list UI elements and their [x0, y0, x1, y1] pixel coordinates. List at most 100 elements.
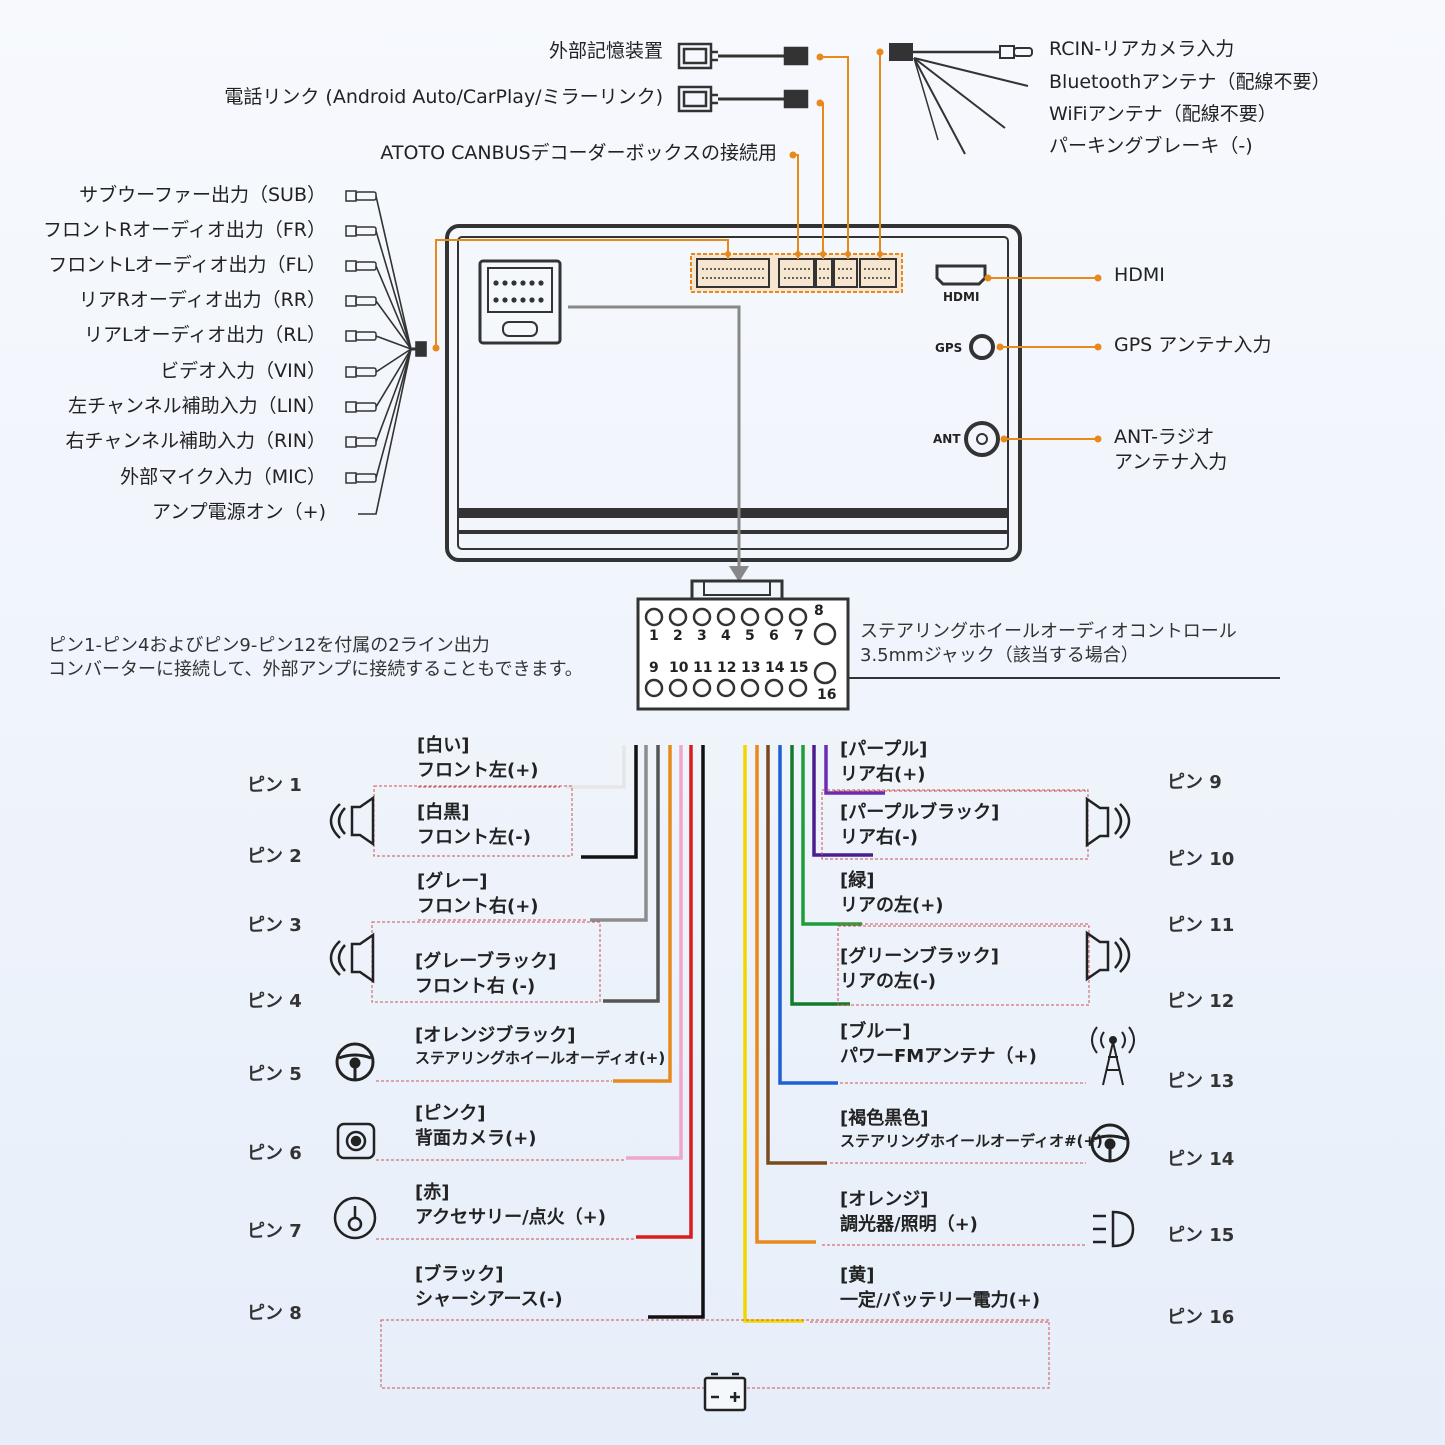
pin-number: 14	[765, 660, 785, 676]
pin-label-6: ピン 6	[247, 1143, 302, 1164]
pin-label-9: ピン 9	[1167, 772, 1222, 793]
rca-label-rl: リアLオーディオ出力（RL）	[83, 324, 326, 346]
parking-brake-label: パーキングブレーキ（-)	[1049, 135, 1253, 157]
canbus-label: ATOTO CANBUSデコーダーボックスの接続用	[380, 142, 777, 164]
wire-label-pin3: [グレー] フロント右(+)	[417, 869, 539, 919]
wire-color: [ブルー]	[840, 1021, 911, 1042]
iso-link-arrow	[568, 305, 741, 568]
hdmi-label: HDMI	[1114, 264, 1165, 286]
pin-number: 10	[669, 660, 689, 676]
speaker-icon	[1085, 930, 1131, 982]
pin-label-4: ピン 4	[247, 991, 302, 1012]
wire-pin6	[626, 745, 683, 1160]
wire-pin3	[590, 745, 648, 922]
wire-color: [グレー]	[417, 871, 488, 892]
wifi-antenna-label: WiFiアンテナ（配線不要）	[1049, 103, 1277, 125]
wire-function: リアの左(-)	[840, 971, 936, 993]
ant-port-icon	[964, 421, 1000, 457]
rca-label-sub: サブウーファー出力（SUB）	[79, 184, 326, 206]
wire-label-pin16: [黄] 一定/バッテリー電力(+)	[840, 1263, 1040, 1313]
camera-icon	[336, 1122, 376, 1160]
pin-number: 7	[794, 628, 804, 644]
phone-link-label: 電話リンク (Android Auto/CarPlay/ミラーリンク)	[224, 86, 663, 108]
wire-function: 調光器/照明（+)	[840, 1214, 978, 1236]
rca-label-amp: アンプ電源オン（+)	[151, 501, 326, 523]
wire-pin1	[566, 745, 626, 789]
iso-socket-icon	[478, 259, 562, 345]
wire-color: [白黒]	[417, 802, 470, 823]
wire-label-pin10: [パープルブラック] リア右(-)	[840, 800, 999, 850]
top-connector-block-icon	[690, 253, 903, 293]
ant-radio-label-2: アンテナ入力	[1114, 451, 1228, 473]
rca-label-rin: 右チャンネル補助入力（RIN）	[65, 430, 326, 452]
hdmi-port-tag: HDMI	[943, 290, 980, 304]
wire-function: ステアリングホイールオーディオ(+)	[415, 1049, 666, 1068]
antenna-tower-icon	[1091, 1026, 1135, 1086]
hdmi-port-icon	[935, 264, 987, 286]
wire-label-pin12: [グリーンブラック] リアの左(-)	[840, 944, 999, 994]
wire-pin9	[824, 745, 885, 795]
pin-label-11: ピン 11	[1167, 915, 1235, 936]
wire-function: フロント左(-)	[417, 827, 531, 849]
wire-function: パワーFMアンテナ（+)	[840, 1046, 1037, 1068]
wire-label-pin13: [ブルー] パワーFMアンテナ（+)	[840, 1019, 1037, 1069]
gps-port-tag: GPS	[935, 341, 963, 355]
pin-number: 3	[697, 628, 707, 644]
wire-label-pin4: [グレーブラック] フロント右 (-)	[415, 949, 556, 999]
pin-number: 11	[693, 660, 713, 676]
steering-wheel-icon	[335, 1042, 375, 1082]
phone-link-connector-icon	[677, 85, 809, 113]
pin-label-3: ピン 3	[247, 915, 302, 936]
pin-label-5: ピン 5	[247, 1064, 302, 1085]
wire-function: ステアリングホイールオーディオ#(+)	[840, 1132, 1103, 1151]
pin-label-13: ピン 13	[1167, 1071, 1235, 1092]
wire-label-pin11: [緑] リアの左(+)	[840, 868, 944, 918]
pin-number: 16	[817, 687, 837, 703]
pin-label-15: ピン 15	[1167, 1225, 1235, 1246]
gps-antenna-label: GPS アンテナ入力	[1114, 334, 1272, 356]
wire-color: [パープルブラック]	[840, 802, 1000, 823]
pin-number: 15	[789, 660, 809, 676]
wire-pin14	[766, 745, 827, 1165]
rear-harness-icon	[889, 43, 1033, 155]
wire-color: [パープル]	[840, 739, 928, 760]
pin-number: 8	[814, 603, 824, 619]
wire-label-pin15: [オレンジ] 調光器/照明（+)	[840, 1187, 978, 1237]
rca-label-lin: 左チャンネル補助入力（LIN）	[68, 395, 326, 417]
wire-function: フロント右(+)	[417, 896, 539, 918]
rca-label-rr: リアRオーディオ出力（RR）	[78, 289, 326, 311]
connector-note-line: ピン1-ピン4およびピン9-ピン12を付属の2ライン出力	[48, 635, 490, 656]
wire-pin10	[812, 745, 873, 857]
wire-pin7	[636, 745, 693, 1239]
connector-note-line: コンバーターに接続して、外部アンプに接続することもできます。	[48, 659, 583, 681]
usb-storage-label: 外部記憶装置	[548, 40, 663, 62]
steering-wheel-icon	[1090, 1123, 1130, 1163]
wire-pin8	[648, 745, 705, 1319]
left-wires	[566, 745, 705, 1319]
wire-label-pin5: [オレンジブラック] ステアリングホイールオーディオ(+)	[415, 1023, 665, 1069]
wire-color: [黄]	[840, 1265, 875, 1286]
wire-pin5	[613, 745, 672, 1083]
pin-number: 1	[649, 628, 659, 644]
pin-number: 2	[673, 628, 683, 644]
rca-label-mic: 外部マイク入力（MIC）	[120, 466, 326, 488]
head-unit-body	[445, 224, 1022, 562]
wire-color: [白い]	[417, 735, 470, 756]
wire-function: リアの左(+)	[840, 895, 944, 917]
wire-function: フロント右 (-)	[415, 976, 536, 998]
steering-note-line: ステアリングホイールオーディオコントロール	[860, 621, 1237, 642]
speaker-icon	[329, 795, 375, 847]
speaker-icon	[329, 932, 375, 984]
wire-color: [ブラック]	[415, 1264, 504, 1285]
wire-label-pin8: [ブラック] シャーシアース(-)	[415, 1262, 563, 1312]
pin-label-1: ピン 1	[247, 775, 302, 796]
wire-function: フロント左(+)	[417, 760, 539, 782]
wire-label-pin14: [褐色黒色] ステアリングホイールオーディオ#(+)	[840, 1106, 1103, 1152]
wire-function: アクセサリー/点火（+)	[415, 1207, 606, 1229]
ant-radio-label-1: ANT-ラジオ	[1114, 426, 1215, 448]
rca-label-fr: フロントRオーディオ出力（FR）	[42, 219, 326, 241]
head-unit-rail	[458, 508, 1008, 518]
wire-color: [ピンク]	[415, 1103, 486, 1124]
ignition-key-icon	[333, 1196, 377, 1240]
connector-note: ピン1-ピン4およびピン9-ピン12を付属の2ライン出力 コンバーターに接続して…	[48, 634, 583, 683]
